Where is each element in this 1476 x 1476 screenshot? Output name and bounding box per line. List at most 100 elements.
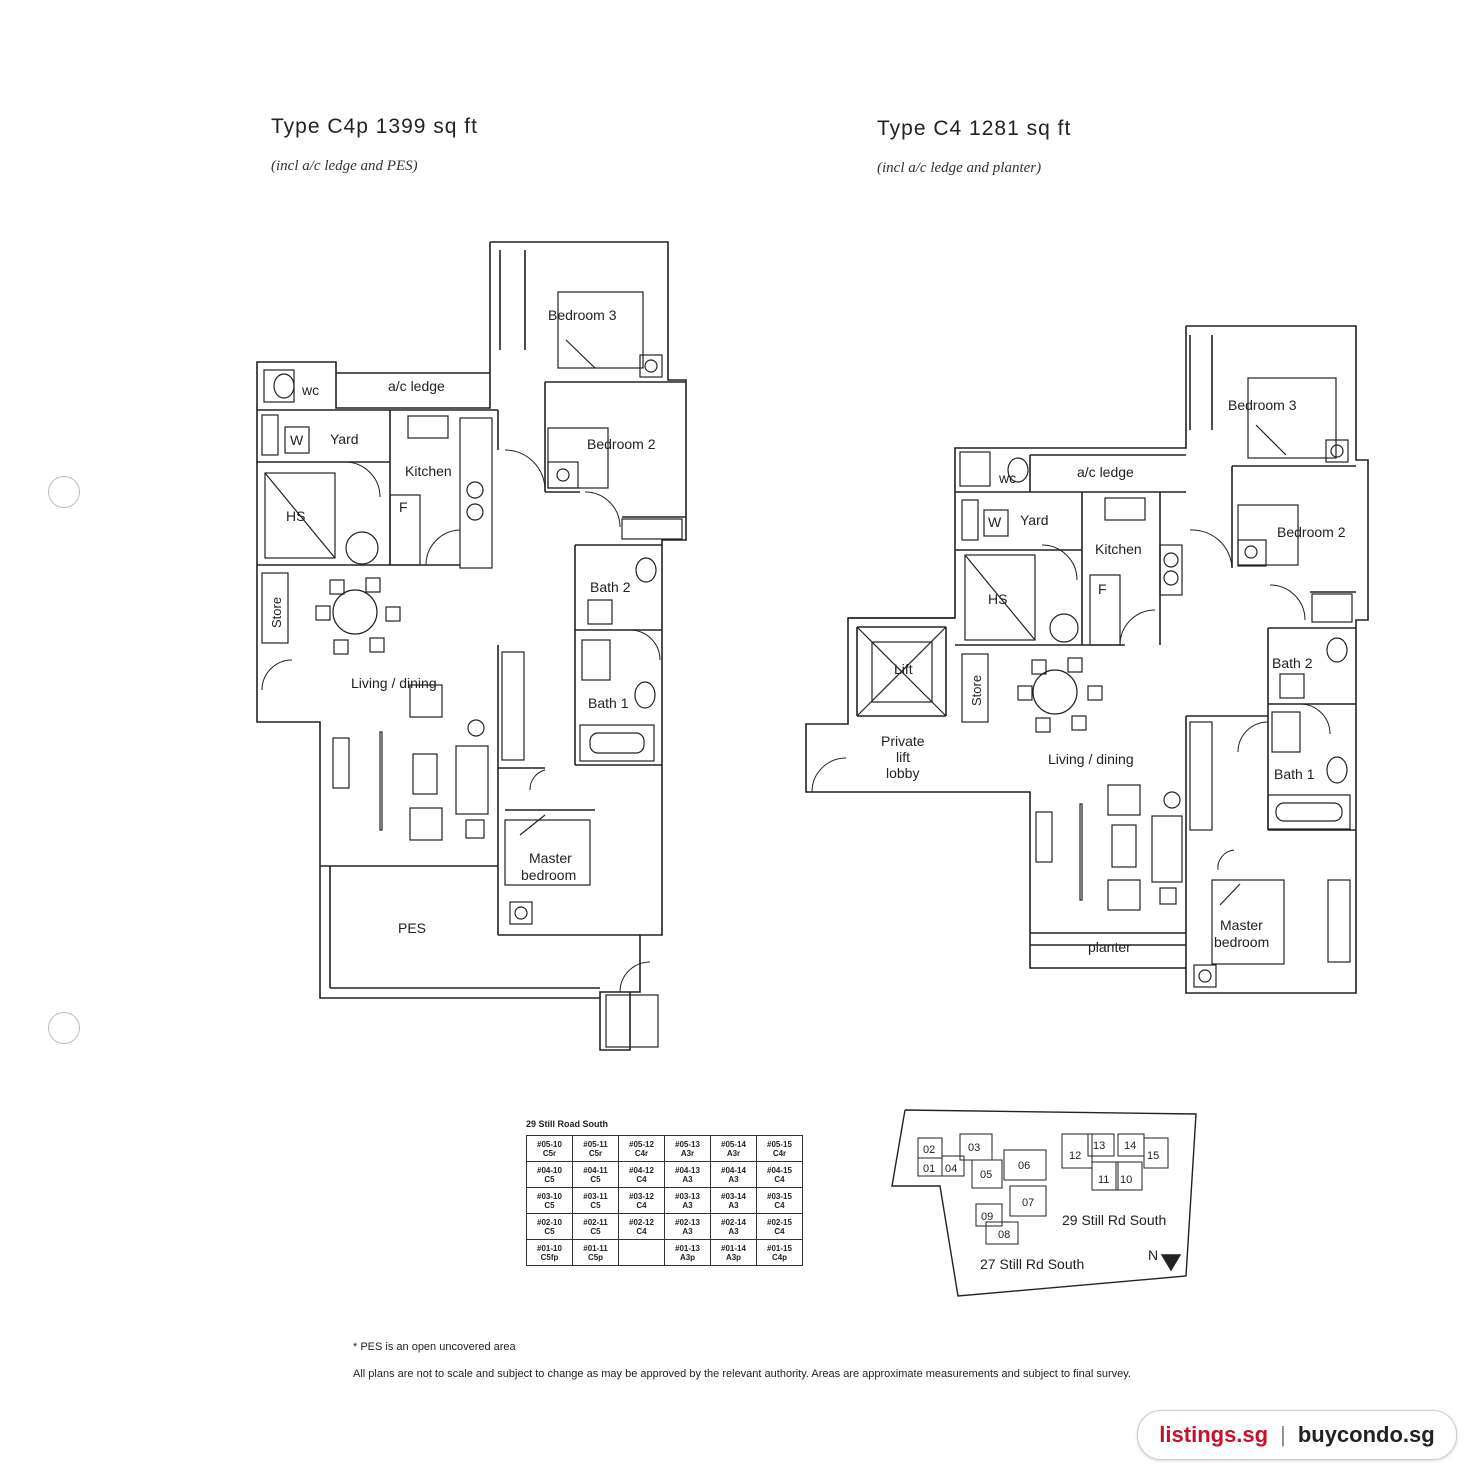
- unit-number: #01-15: [767, 1243, 792, 1253]
- label-master-2: bedroom: [521, 867, 576, 883]
- site-plan: [891, 1109, 1197, 1297]
- site-watermark-badge: listings.sg | buycondo.sg: [1137, 1410, 1457, 1460]
- plan-left-doors: [261, 449, 661, 993]
- unit-number: #01-14: [721, 1243, 746, 1253]
- site-block-07: 07: [1022, 1197, 1034, 1209]
- plan-left-furniture: [261, 291, 683, 1048]
- label-lobby-3: lobby: [886, 765, 919, 781]
- unit-number: #05-14: [721, 1139, 746, 1149]
- site-block-02: 02: [923, 1144, 935, 1156]
- unit-number: #04-11: [583, 1165, 608, 1175]
- unit-number: #05-15: [767, 1139, 792, 1149]
- unit-type: C4: [774, 1226, 785, 1236]
- unit-number: #02-13: [675, 1217, 700, 1227]
- unit-type: A3r: [726, 1148, 741, 1158]
- unit-number: #05-11: [583, 1139, 608, 1149]
- label-bath1: Bath 1: [1274, 766, 1315, 782]
- site-block-15: 15: [1147, 1150, 1159, 1162]
- plan-left-title: Type C4p 1399 sq ft: [271, 115, 478, 138]
- unit-type: C5: [544, 1226, 555, 1236]
- unit-number: #04-10: [537, 1165, 562, 1175]
- plan-right-furniture: [856, 377, 1353, 988]
- label-bedroom2: Bedroom 2: [587, 436, 656, 452]
- unit-type: A3p: [679, 1252, 696, 1262]
- unit-type: C5: [590, 1200, 601, 1210]
- label-kitchen: Kitchen: [405, 463, 452, 479]
- label-lift: Lift: [894, 661, 913, 677]
- plan-right-subtitle: (incl a/c ledge and planter): [877, 160, 1042, 176]
- binder-hole-top: [48, 476, 80, 508]
- site-block-12: 12: [1069, 1150, 1081, 1162]
- north-arrow-label: N: [1148, 1247, 1158, 1263]
- site-block-14: 14: [1124, 1140, 1136, 1152]
- label-master-1: Master: [1220, 917, 1263, 933]
- unit-number: #04-12: [629, 1165, 654, 1175]
- plan-left-labels: Bedroom 3 Bedroom 2 wc a/c ledge W Yard …: [269, 307, 656, 936]
- unit-number: #04-15: [767, 1165, 792, 1175]
- plan-right-title: Type C4 1281 sq ft: [877, 117, 1072, 140]
- unit-type: A3: [682, 1174, 693, 1184]
- unit-number: #04-13: [675, 1165, 700, 1175]
- unit-type: C4p: [771, 1252, 788, 1262]
- unit-type: A3: [682, 1200, 693, 1210]
- badge-buycondo: buycondo.sg: [1297, 1422, 1435, 1447]
- label-lobby-2: lift: [896, 749, 910, 765]
- unit-number: #02-14: [721, 1217, 746, 1227]
- label-hs: HS: [286, 508, 305, 524]
- label-pes: PES: [398, 920, 426, 936]
- unit-number: #02-11: [583, 1217, 608, 1227]
- unit-type: C5r: [542, 1148, 557, 1158]
- label-f: F: [399, 499, 408, 515]
- label-wc: wc: [301, 382, 319, 398]
- unit-number: #05-10: [537, 1139, 562, 1149]
- plan-left-outline: [256, 241, 687, 1051]
- label-lobby-1: Private: [881, 733, 925, 749]
- unit-number: #05-13: [675, 1139, 700, 1149]
- unit-type: C5p: [587, 1252, 604, 1262]
- unit-type: C4: [636, 1226, 647, 1236]
- site-plan-labels: 02 03 01 04 05 06 07 09 08 12 13 14 15 1…: [923, 1140, 1166, 1272]
- unit-number: #03-15: [767, 1191, 792, 1201]
- label-bedroom3: Bedroom 3: [1228, 397, 1297, 413]
- site-label-29: 29 Still Rd South: [1062, 1212, 1166, 1228]
- unit-number: #05-12: [629, 1139, 654, 1149]
- label-bedroom2: Bedroom 2: [1277, 524, 1346, 540]
- label-f: F: [1098, 581, 1107, 597]
- unit-type: C4r: [634, 1148, 649, 1158]
- site-block-10: 10: [1120, 1174, 1132, 1186]
- unit-type: C5fp: [540, 1252, 559, 1262]
- unit-type: C5: [544, 1200, 555, 1210]
- label-bedroom3: Bedroom 3: [548, 307, 617, 323]
- label-planter: planter: [1088, 939, 1131, 955]
- badge-separator: |: [1280, 1422, 1286, 1447]
- unit-number: #01-13: [675, 1243, 700, 1253]
- unit-number: #03-12: [629, 1191, 654, 1201]
- site-block-13: 13: [1093, 1140, 1105, 1152]
- unit-table-title: 29 Still Road South: [526, 1119, 609, 1129]
- unit-type: A3r: [680, 1148, 695, 1158]
- label-yard: Yard: [1020, 512, 1049, 528]
- site-block-05: 05: [980, 1169, 992, 1181]
- plan-right-labels: Bedroom 3 a/c ledge wc W Yard Kitchen Be…: [881, 397, 1346, 955]
- unit-cell: [618, 1239, 665, 1266]
- unit-number: #03-13: [675, 1191, 700, 1201]
- label-master-2: bedroom: [1214, 934, 1269, 950]
